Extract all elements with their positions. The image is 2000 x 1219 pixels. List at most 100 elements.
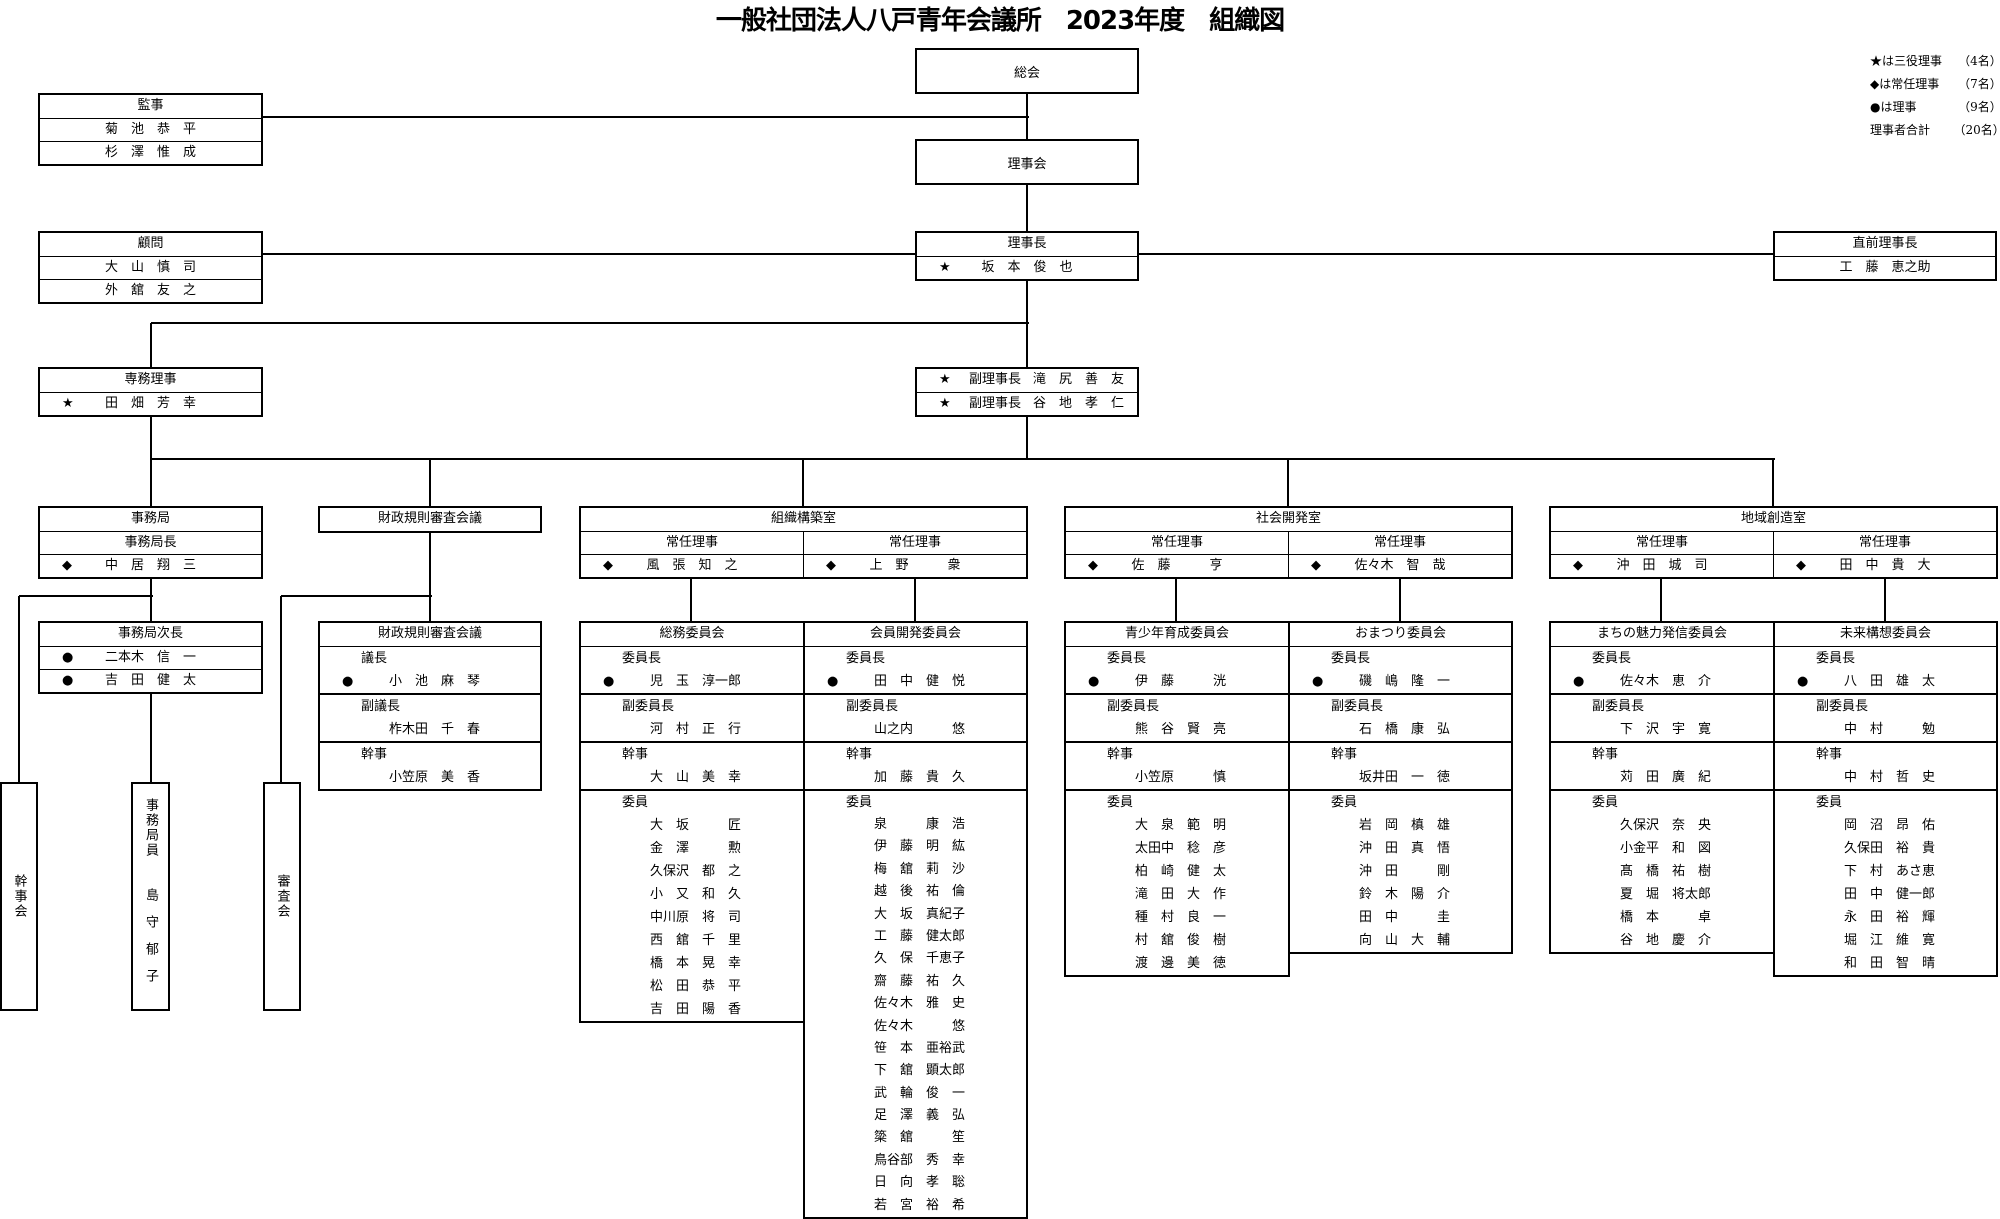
secretariat-head-name-text: 中 居 翔 三 [104,558,196,573]
director-column: 常任理事◆沖 田 城 司 [1551,531,1773,577]
legend-item: ★は三役理事（4名） [1870,50,2000,73]
connector-line [150,690,152,782]
committee-member: 種 村 良 一 [1066,906,1288,929]
director-title-text: 常任理事 [665,535,718,550]
advisor-title-text: 顧問 [137,236,164,251]
secretary-name: 加 藤 貴 久 [874,770,966,785]
secretariat-box: 事務局事務局長◆中 居 翔 三 [38,506,263,579]
committee-title-text: 総務委員会 [659,626,725,641]
auditor-title-text: 監事 [137,98,164,113]
committee-member: 久保田 裕 貴 [1775,837,1996,860]
circle-icon: ● [603,674,615,689]
director-name-text: 風 張 知 之 [646,558,738,573]
board-box: 理事会 [915,139,1139,185]
committee-box: 未来構想委員会委員長●八 田 雄 太副委員長中 村 勉幹事中 村 哲 史委員岡 … [1773,621,1998,977]
member-name: 鳥谷部 秀 幸 [874,1152,966,1168]
committee-members-section: 委員大 坂 匠金 澤 勲久保沢 都 之小 又 和 久中川原 将 司西 舘 千 里… [581,789,803,1021]
committee-member: 下 舘 顕太郎 [805,1060,1026,1082]
member-name: 橋 本 卓 [1620,910,1712,925]
role-name-line: 小笠原 美 香 [320,766,540,789]
mark-icon: ◆ [1573,558,1583,573]
advisor-box: 顧問大 山 慎 司外 舘 友 之 [38,231,263,304]
advisor-name: 外 舘 友 之 [40,279,261,302]
legend-count: （9名） [1958,100,2000,114]
member-name: 田 中 健一郎 [1844,887,1936,902]
secretary-name-line: 大 山 美 幸 [581,766,803,789]
secretariat-title-text: 事務局 [130,511,170,526]
vice-name: 下 沢 宇 寛 [1620,722,1712,737]
committee-vice-section: 副委員長下 沢 宇 寛 [1551,693,1773,741]
director-title-text: 常任理事 [888,535,941,550]
chair-label: 委員長 [1107,651,1147,666]
member-name: 梅 舘 莉 沙 [874,861,966,877]
member-name: 日 向 孝 聡 [874,1175,966,1191]
committee-member: 太田中 稔 彦 [1066,837,1288,860]
finance-council-header-text: 財政規則審査会議 [377,511,482,526]
room-box: 社会開発室常任理事◆佐 藤 亨常任理事◆佐々木 智 哉 [1064,506,1513,579]
member-name: 松 田 恭 平 [650,979,742,994]
chair-name: 児 玉 淳一郎 [650,674,742,689]
deputy-name-text: 二本木 信 一 [104,650,196,665]
room-title: 社会開発室 [1066,508,1511,531]
staff-name: 島守郁子 [143,888,158,996]
deputy-name-text: 吉 田 健 太 [104,673,196,688]
connector-line [802,459,804,506]
member-name: 中川原 将 司 [650,910,742,925]
committee-chair-section: 委員長●佐々木 恵 介 [1551,646,1773,693]
connector-line [150,323,152,367]
member-name: 久保沢 奈 央 [1620,818,1712,833]
executive-committee-label: 幹事会 [11,874,27,919]
mark-icon: ● [62,650,74,665]
committee-member: 大 泉 範 明 [1066,814,1288,837]
committee-member: 鈴 木 陽 介 [1290,883,1511,906]
mark-icon: ★ [939,260,951,275]
member-name: 橋 本 晃 幸 [650,956,742,971]
audit-committee-box: 審査会 [263,782,301,1011]
committee-member: 岩 岡 槙 雄 [1290,814,1511,837]
past-president-name-text: 工 藤 恵之助 [1839,260,1931,275]
director-column: 常任理事◆上 野 衆 [803,531,1026,577]
members-label: 委員 [1331,795,1358,810]
committee-member: 西 舘 千 里 [581,929,803,952]
member-name: 岩 岡 槙 雄 [1359,818,1451,833]
member-name: 下 舘 顕太郎 [874,1063,966,1079]
secretary-name: 大 山 美 幸 [650,770,742,785]
vice-name: 石 橋 康 弘 [1359,722,1451,737]
legend-count: （20名） [1953,123,2000,137]
secretary-label: 幹事 [1816,747,1843,762]
committee-secretary-section: 幹事中 村 哲 史 [1775,741,1996,789]
committee-secretary-section: 幹事小笠原 慎 [1066,741,1288,789]
committee-member: 泉 康 浩 [805,814,1026,836]
committee-member: 田 中 健一郎 [1775,883,1996,906]
role-name: 小 池 麻 琴 [389,674,481,689]
secretary-label: 幹事 [1107,747,1134,762]
chair-label: 委員長 [1331,651,1371,666]
room-title-text: 組織構築室 [770,511,836,526]
committee-member: 田 中 圭 [1290,906,1511,929]
committee-title-text: 青少年育成委員会 [1124,626,1229,641]
circle-icon: ● [1797,674,1809,689]
circle-icon: ● [827,674,839,689]
circle-icon: ● [1088,674,1100,689]
connector-line [1175,575,1177,621]
member-name: 久 保 千恵子 [874,951,966,967]
members-label: 委員 [846,795,873,810]
committee-member: 夏 堀 将太郎 [1551,883,1773,906]
vice-label: 副委員長 [846,699,899,714]
member-name: 向 山 大 輔 [1359,933,1451,948]
committee-secretary-section: 幹事大 山 美 幸 [581,741,803,789]
mark-icon: ● [62,673,74,688]
deputy-name: ● 二本木 信 一 [40,646,261,669]
chair-label: 委員長 [846,651,886,666]
legend-label: ●は理事 [1870,100,1917,114]
auditor-title: 監事 [40,95,261,118]
connector-line [1772,459,1774,506]
legend-label: ★は三役理事 [1870,54,1943,68]
committee-members-section: 委員久保沢 奈 央小金平 和 図髙 橋 祐 樹夏 堀 将太郎橋 本 卓谷 地 慶… [1551,789,1773,952]
secretary-label: 幹事 [1592,747,1619,762]
director-name-text: 沖 田 城 司 [1616,558,1708,573]
director-title: 常任理事 [804,531,1026,554]
legend-item: ●は理事 （9名） [1870,96,2000,119]
member-name: 大 坂 真紀子 [874,906,966,922]
president-title-text: 理事長 [1007,236,1047,251]
